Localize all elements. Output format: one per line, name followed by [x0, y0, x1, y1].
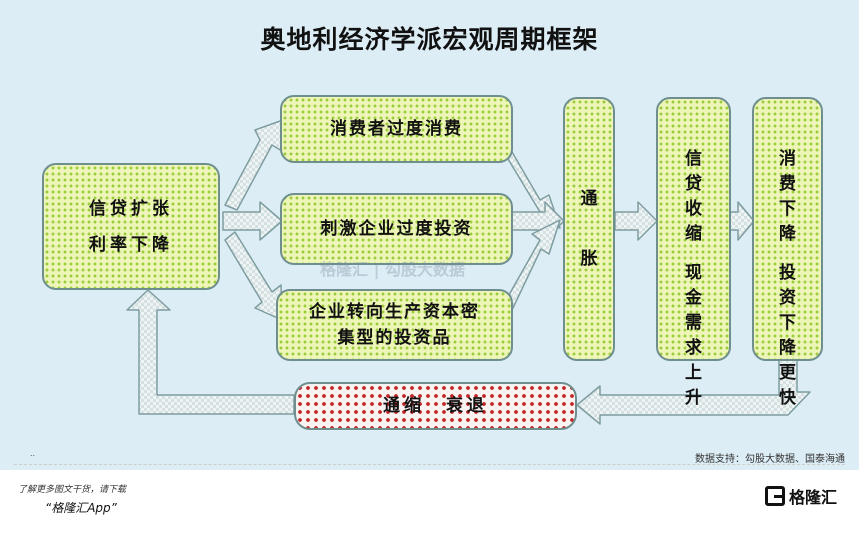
consumption-decline-char: 下: [779, 313, 796, 333]
arrow-decline-to-deflation: [576, 357, 811, 425]
capital-shift-label-2: 集型的投资品: [337, 328, 452, 348]
stimulate-investment-box: 刺激企业过度投资: [280, 193, 513, 265]
credit-tightening-char: 求: [685, 338, 702, 358]
consumption-decline-char: 更: [779, 363, 796, 383]
consumer-overspend-box: 消费者过度消费: [280, 95, 513, 163]
consumption-decline-char: 快: [779, 388, 796, 408]
arrow-shift-to-inflation: [504, 219, 561, 311]
consumption-decline-char: 资: [779, 288, 796, 308]
credit-tightening-char: 上: [685, 363, 702, 383]
footer-app-name: “格隆汇App”: [45, 501, 117, 515]
watermark: 格隆汇 | 勾股大数据: [320, 260, 465, 279]
diagram-title: 奥地利经济学派宏观周期框架: [260, 25, 599, 54]
data-source: 数据支持：勾股大数据、国泰海通: [695, 454, 845, 465]
logo-text: 格隆汇: [789, 488, 838, 507]
footer-prompt: 了解更多图文干货，请下载: [18, 485, 127, 495]
credit-tightening-char: 现: [685, 263, 702, 283]
arrow-deflation-to-credit: [126, 289, 295, 415]
arrow-inflation-to-tighten: [614, 201, 658, 241]
credit-tightening-char: 金: [685, 288, 702, 308]
credit-tightening-text: 信贷收缩现金需求上升: [685, 147, 702, 411]
credit-tightening-char: 缩: [685, 224, 702, 244]
credit-tightening-char: 升: [685, 388, 702, 408]
arrow-credit-to-stimulate: [222, 201, 283, 241]
consumer-overspend-label: 消费者过度消费: [330, 119, 463, 139]
consumption-decline-char: 降: [779, 224, 796, 244]
consumption-decline-char: [779, 247, 796, 261]
logo-icon: [765, 486, 785, 506]
arrow-layer: [126, 119, 811, 425]
inflation-box: 通 胀: [563, 97, 615, 361]
credit-tightening-char: 信: [685, 149, 702, 169]
credit-tightening-char: 贷: [685, 174, 702, 194]
credit-tightening-char: [685, 247, 702, 261]
arrow-credit-to-shift: [224, 231, 283, 321]
credit-expansion-box: 信贷扩张 利率下降: [42, 163, 220, 290]
deflation-recession-label: 通缩 衰退: [383, 396, 488, 416]
footer-divider: [14, 464, 845, 465]
arrow-tighten-to-decline: [727, 201, 755, 241]
credit-tightening-char: 需: [685, 313, 702, 333]
consumption-decline-box: 消费下降投资下降更快: [752, 97, 823, 408]
consumption-decline-char: 下: [779, 199, 796, 219]
consumption-decline-char: 降: [779, 338, 796, 358]
brand-logo: 格隆汇: [765, 484, 837, 508]
consumption-decline-char: 投: [779, 263, 796, 283]
inflation-char-1: 通: [580, 189, 598, 209]
credit-tightening-box: 信贷收缩现金需求上升: [656, 97, 731, 408]
credit-tightening-char: 收: [685, 199, 702, 219]
rate-decline-label: 利率下降: [89, 234, 173, 255]
arrow-credit-to-consumer: [224, 119, 286, 211]
consumption-decline-text: 消费下降投资下降更快: [779, 147, 796, 411]
credit-expansion-label: 信贷扩张: [89, 198, 173, 219]
consumption-decline-char: 费: [779, 174, 796, 194]
diagram-panel: 奥地利经济学派宏观周期框架: [0, 0, 859, 470]
stimulate-investment-label: 刺激企业过度投资: [320, 219, 473, 239]
capital-shift-box: 企业转向生产资本密 集型的投资品: [276, 289, 513, 361]
tiny-mark: ..: [30, 449, 36, 458]
capital-shift-label-1: 企业转向生产资本密: [309, 302, 480, 322]
deflation-recession-box: 通缩 衰退: [294, 382, 577, 430]
consumption-decline-char: 消: [779, 149, 796, 169]
inflation-char-2: 胀: [580, 249, 598, 269]
